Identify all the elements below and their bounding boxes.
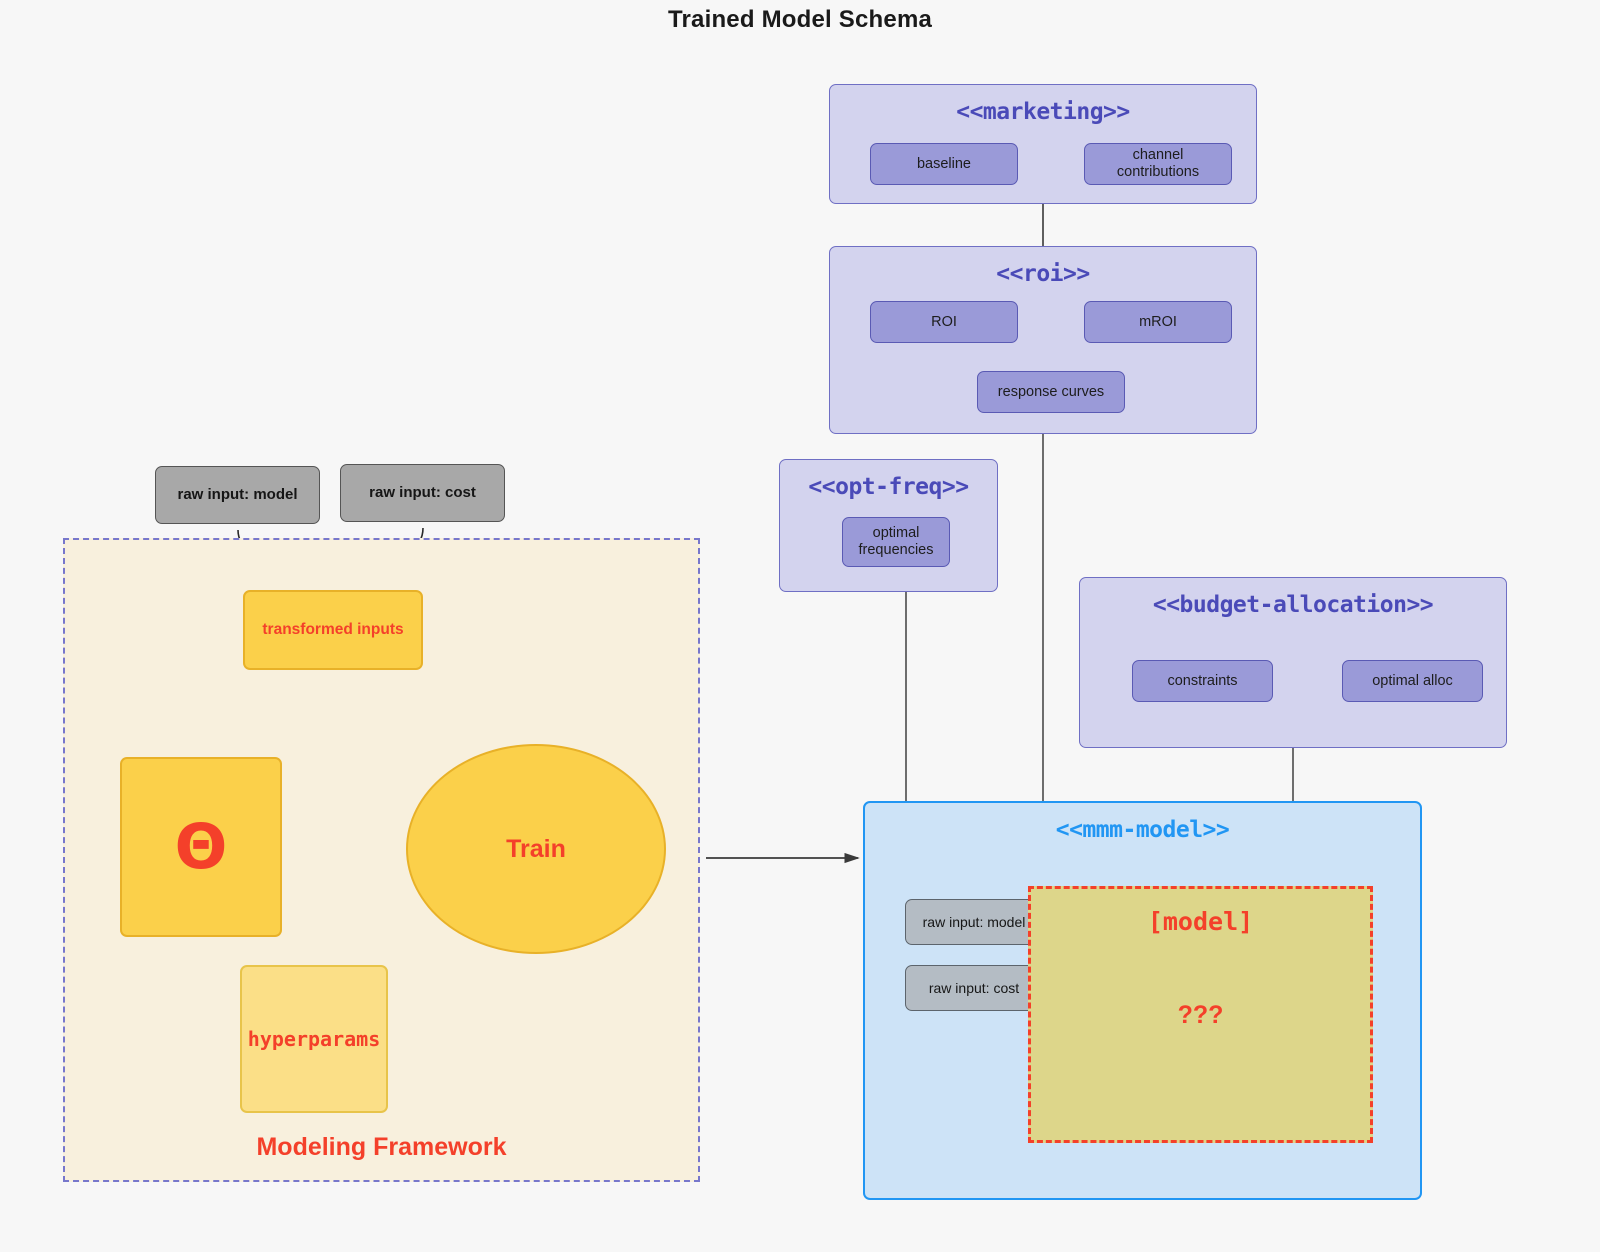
node-channel-contributions-label: channel contributions: [1116, 147, 1200, 180]
node-optimal-alloc-label: optimal alloc: [1372, 672, 1453, 689]
mmm-raw-input-cost-node[interactable]: raw input: cost: [899, 959, 1043, 1011]
mmm-raw-input-model-label: raw input: model: [922, 913, 1026, 930]
train-node[interactable]: Train: [406, 744, 666, 954]
node-stack-layer: [235, 582, 411, 658]
package-mmm-model-title: <<mmm-model>>: [1055, 817, 1230, 843]
package-marketing[interactable]: <<marketing>> baseline channel contribut…: [829, 84, 1257, 204]
package-marketing-title: <<marketing>>: [956, 99, 1130, 125]
package-opt-freq[interactable]: <<opt-freq>> optimal frequencies: [779, 459, 998, 592]
hyperparams-node[interactable]: hyperparams: [232, 957, 388, 1113]
transformed-inputs-label: transformed inputs: [262, 621, 404, 639]
theta-icon: Θ: [174, 810, 228, 883]
raw-input-cost-label: raw input: cost: [369, 484, 476, 502]
node-baseline[interactable]: baseline: [864, 137, 1018, 185]
node-response-curves[interactable]: response curves: [971, 365, 1125, 413]
node-roi[interactable]: ROI: [864, 295, 1018, 343]
node-optimal-frequencies-label: optimal frequencies: [858, 525, 934, 558]
hyperparams-label: hyperparams: [247, 1026, 381, 1051]
model-slot-question: ???: [1177, 1001, 1224, 1029]
node-mroi[interactable]: mROI: [1078, 295, 1232, 343]
mmm-raw-input-cost-label: raw input: cost: [928, 979, 1020, 996]
node-constraints[interactable]: constraints: [1126, 654, 1273, 702]
raw-input-cost-node[interactable]: raw input: cost: [333, 457, 505, 522]
transformed-inputs-node[interactable]: transformed inputs: [235, 582, 423, 670]
raw-input-model-label: raw input: model: [177, 486, 298, 504]
package-roi-title: <<roi>>: [996, 261, 1090, 287]
model-placeholder-slot[interactable]: [model] ???: [1028, 886, 1373, 1143]
mmm-raw-input-model-node[interactable]: raw input: model: [899, 893, 1043, 945]
node-constraints-label: constraints: [1167, 672, 1238, 689]
node-mroi-label: mROI: [1139, 313, 1177, 330]
page-title: Trained Model Schema: [667, 6, 933, 33]
theta-node[interactable]: Θ: [112, 749, 282, 937]
node-response-curves-label: response curves: [997, 383, 1105, 400]
package-mmm-model[interactable]: <<mmm-model>> raw input: model raw input…: [863, 801, 1422, 1200]
package-roi[interactable]: <<roi>> ROI mROI response curves: [829, 246, 1257, 434]
node-optimal-alloc[interactable]: optimal alloc: [1336, 654, 1483, 702]
modeling-framework-label: Modeling Framework: [256, 1133, 507, 1161]
package-opt-freq-title: <<opt-freq>>: [808, 474, 969, 500]
package-budget-allocation[interactable]: <<budget-allocation>> constraints optima…: [1079, 577, 1507, 748]
node-channel-contributions[interactable]: channel contributions: [1078, 137, 1232, 185]
package-budget-allocation-title: <<budget-allocation>>: [1152, 592, 1434, 618]
train-label: Train: [506, 834, 566, 863]
model-slot-title: [model]: [1147, 907, 1254, 936]
node-optimal-frequencies[interactable]: optimal frequencies: [836, 511, 950, 567]
raw-input-model-node[interactable]: raw input: model: [148, 459, 320, 524]
node-roi-label: ROI: [931, 313, 957, 330]
node-baseline-label: baseline: [916, 155, 971, 172]
